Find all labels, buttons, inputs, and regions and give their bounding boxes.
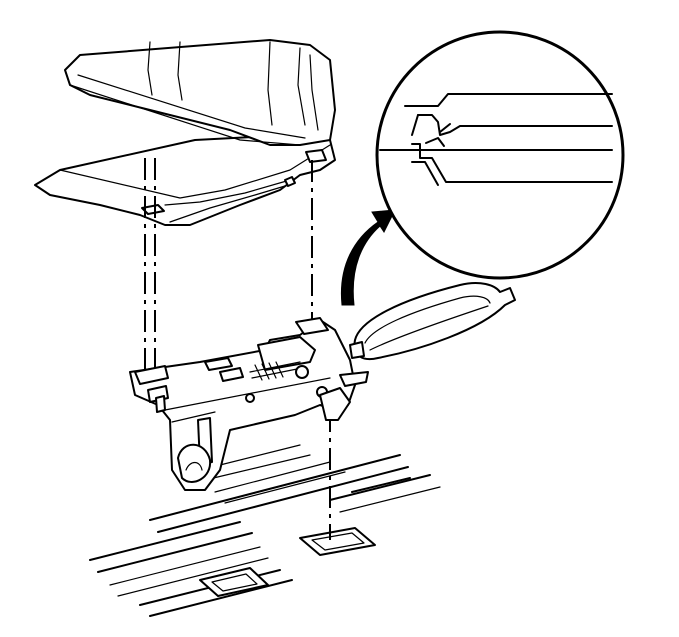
seat-cushion bbox=[34, 134, 336, 226]
seat-back bbox=[64, 39, 336, 146]
floor-tracks bbox=[89, 444, 441, 617]
curved-arrow bbox=[340, 209, 396, 306]
seat-riser-latch bbox=[129, 317, 369, 491]
floor-anchor-front bbox=[199, 567, 269, 597]
release-handle bbox=[349, 282, 516, 360]
alignment-lines bbox=[144, 158, 331, 540]
floor-anchor-rear bbox=[299, 527, 376, 556]
detail-callout bbox=[375, 30, 625, 280]
